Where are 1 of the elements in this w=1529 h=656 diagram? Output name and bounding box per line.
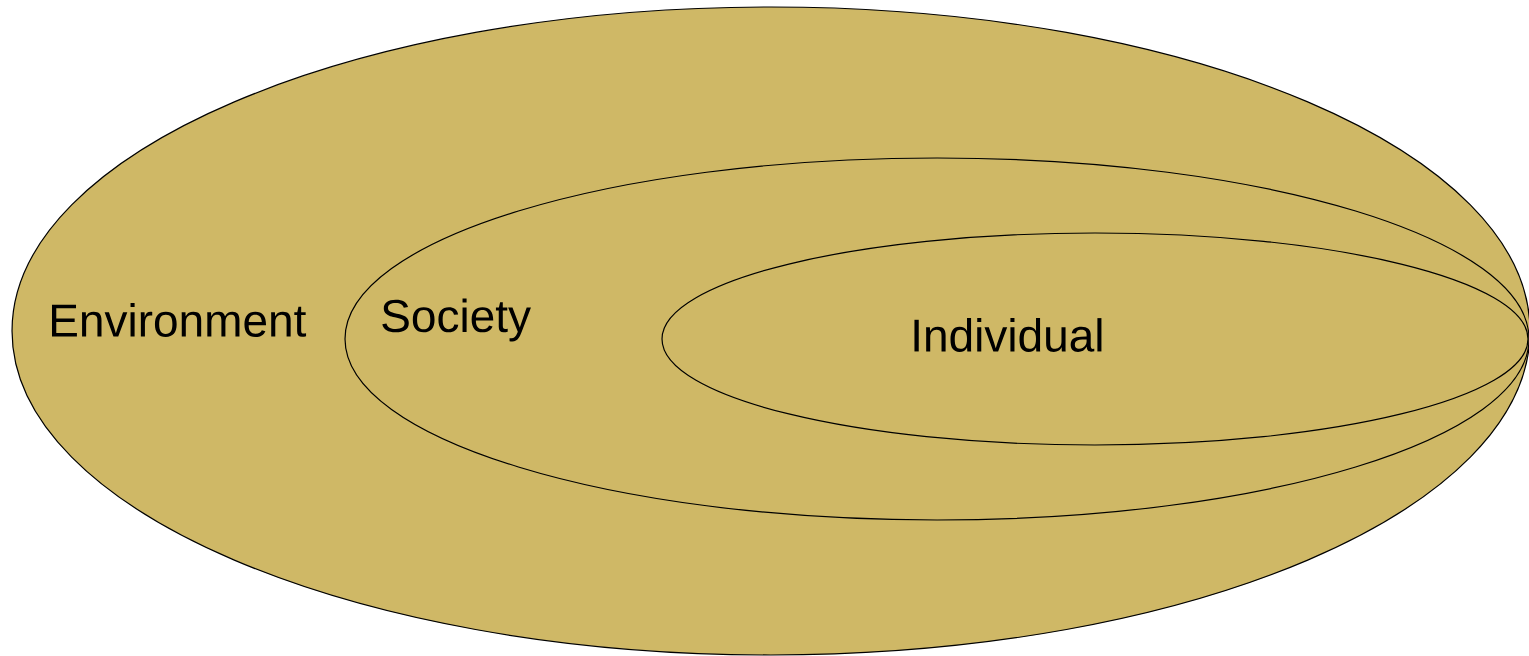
node-label: Society	[382, 298, 531, 342]
